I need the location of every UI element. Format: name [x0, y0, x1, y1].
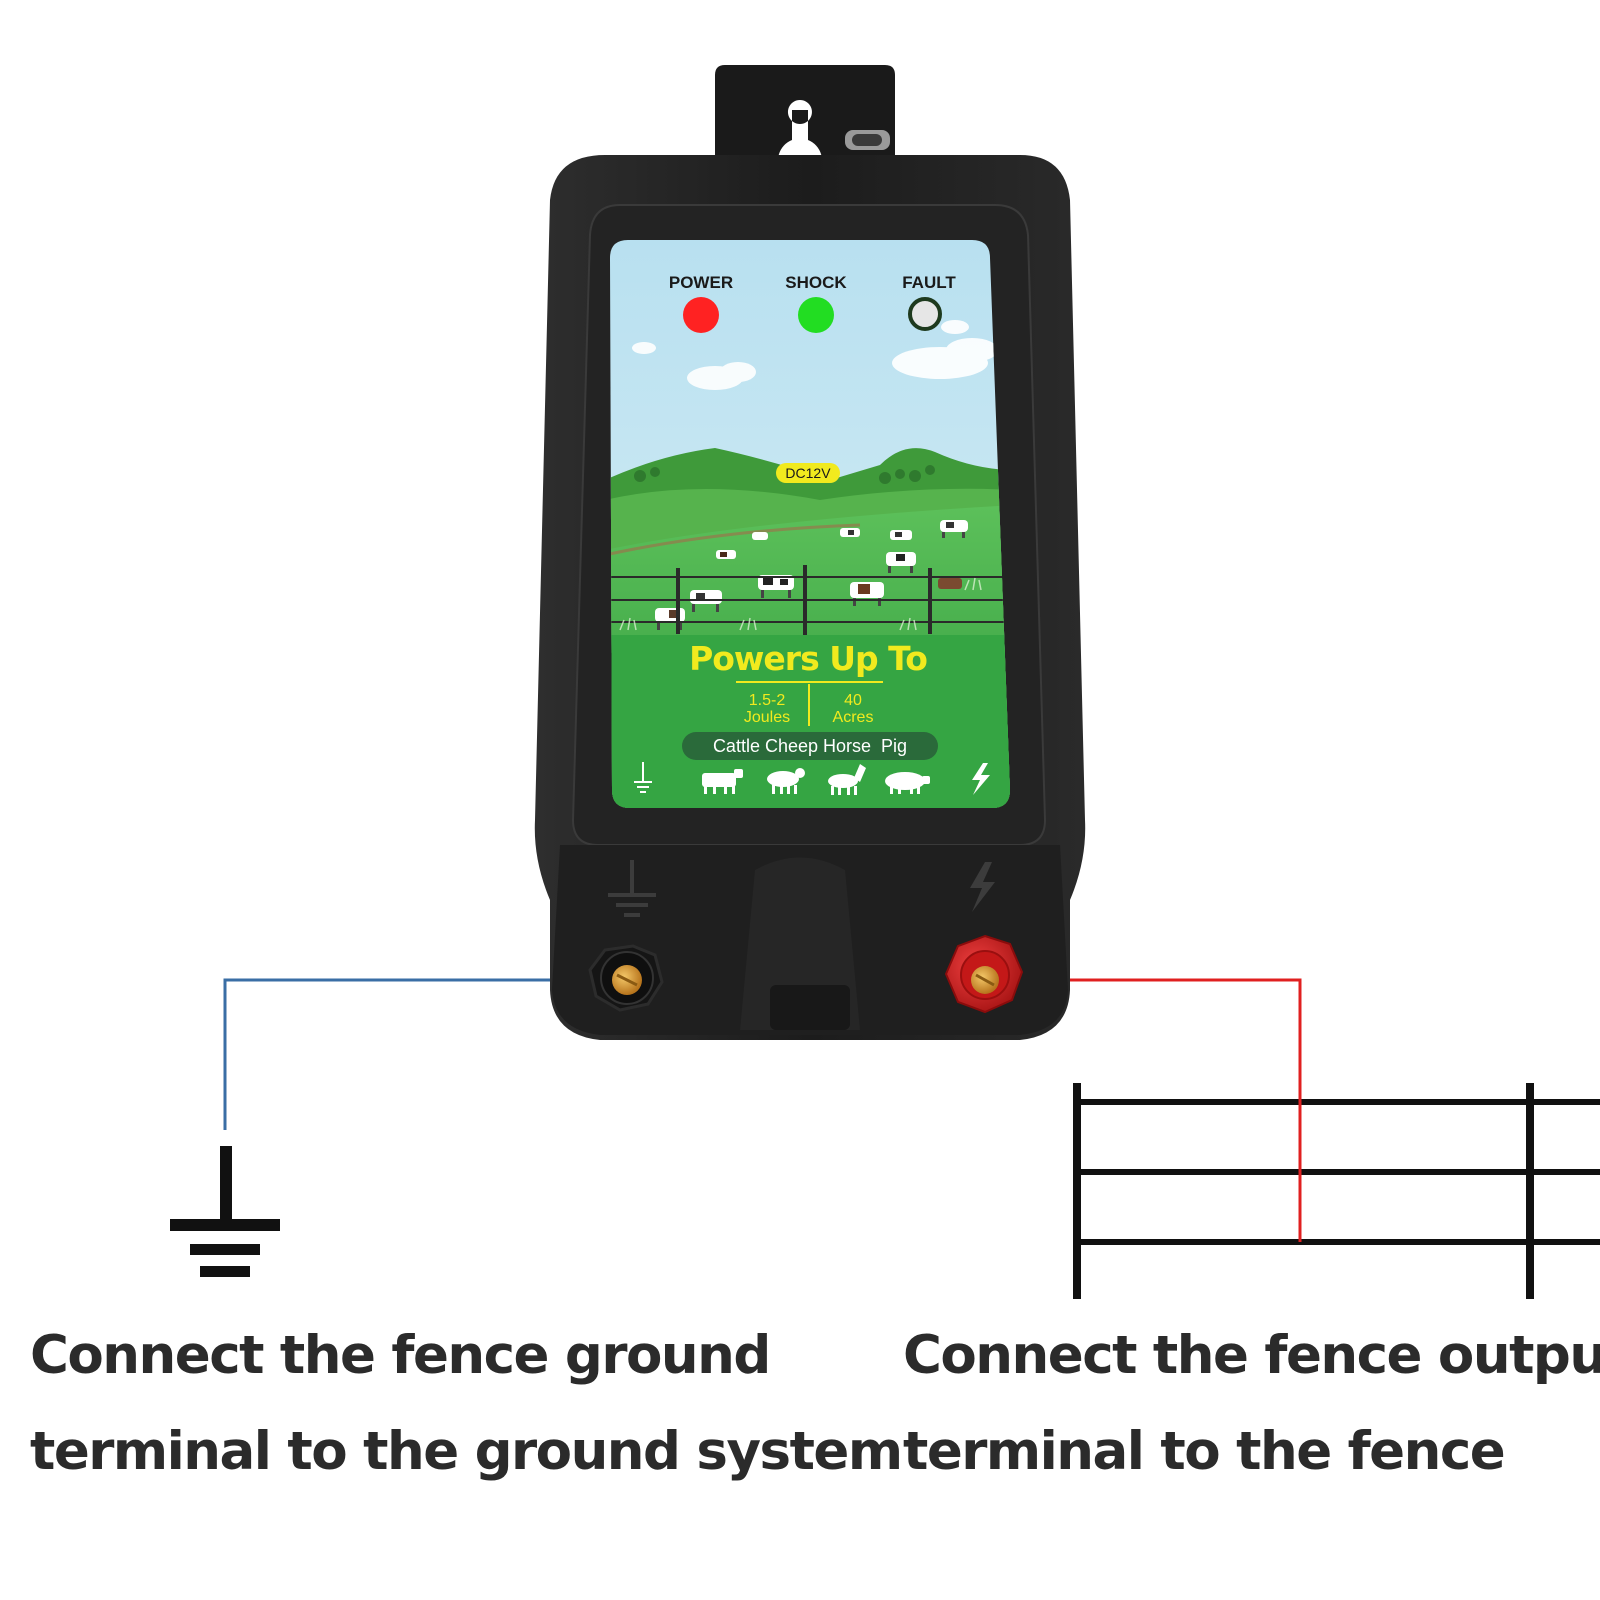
- ground-caption: Connect the fence ground terminal to the…: [30, 1308, 903, 1500]
- fence-post: [1073, 1083, 1081, 1299]
- horse-icon: [828, 764, 866, 795]
- fence-wire: [1077, 1239, 1600, 1245]
- label-lightning-icon: [972, 763, 990, 795]
- fence-wire: [1077, 1099, 1600, 1105]
- indicator-fault-label: FAULT: [902, 273, 956, 292]
- indicator-shock-label: SHOCK: [785, 273, 847, 292]
- sheep-icon: [767, 768, 805, 794]
- fence: [1073, 1083, 1600, 1299]
- spec-acres-value: 40: [844, 692, 862, 709]
- ground-symbol-icon: [170, 1146, 280, 1277]
- animals-pill: [682, 732, 938, 760]
- label-ground-icon: [634, 762, 652, 793]
- headline: Powers Up To: [689, 639, 927, 678]
- grazing-cows: [655, 520, 968, 630]
- output-caption: Connect the fence output terminal to the…: [903, 1308, 1600, 1500]
- output-terminal[interactable]: [944, 934, 1024, 1014]
- spec-joules-value: 1.5-2: [749, 692, 786, 709]
- indicator-power-label: POWER: [669, 273, 733, 292]
- shock-led: [798, 297, 834, 333]
- power-led: [683, 297, 719, 333]
- cow-icon: [702, 769, 743, 794]
- ground-terminal[interactable]: [588, 944, 664, 1012]
- indicator-power: POWER: [669, 273, 733, 333]
- indicator-fault: FAULT: [902, 273, 956, 331]
- spec-acres-unit: Acres: [833, 709, 874, 726]
- spec-joules-unit: Joules: [744, 709, 790, 726]
- pig-icon: [885, 772, 930, 794]
- animals-label: Cattle Cheep Horse Pig: [713, 736, 907, 756]
- fence-wire: [1077, 1169, 1600, 1175]
- embossed-lightning-icon: [970, 862, 995, 912]
- output-caption-line2: terminal to the fence: [903, 1421, 1506, 1482]
- ground-wire: [223, 978, 618, 1130]
- voltage-badge: [776, 463, 840, 483]
- embossed-ground-icon: [608, 860, 656, 917]
- fence-energizer: POWER SHOCK FAULT DC12V Powers Up To 1.5…: [534, 65, 1086, 1040]
- fence-post: [1526, 1083, 1534, 1299]
- fault-led: [908, 297, 942, 331]
- ground-caption-line1: Connect the fence ground: [30, 1325, 771, 1386]
- indicator-shock: SHOCK: [785, 273, 847, 333]
- output-caption-line1: Connect the fence output: [903, 1325, 1600, 1386]
- ground-caption-line2: terminal to the ground system: [30, 1421, 903, 1482]
- voltage-badge-text: DC12V: [785, 465, 831, 481]
